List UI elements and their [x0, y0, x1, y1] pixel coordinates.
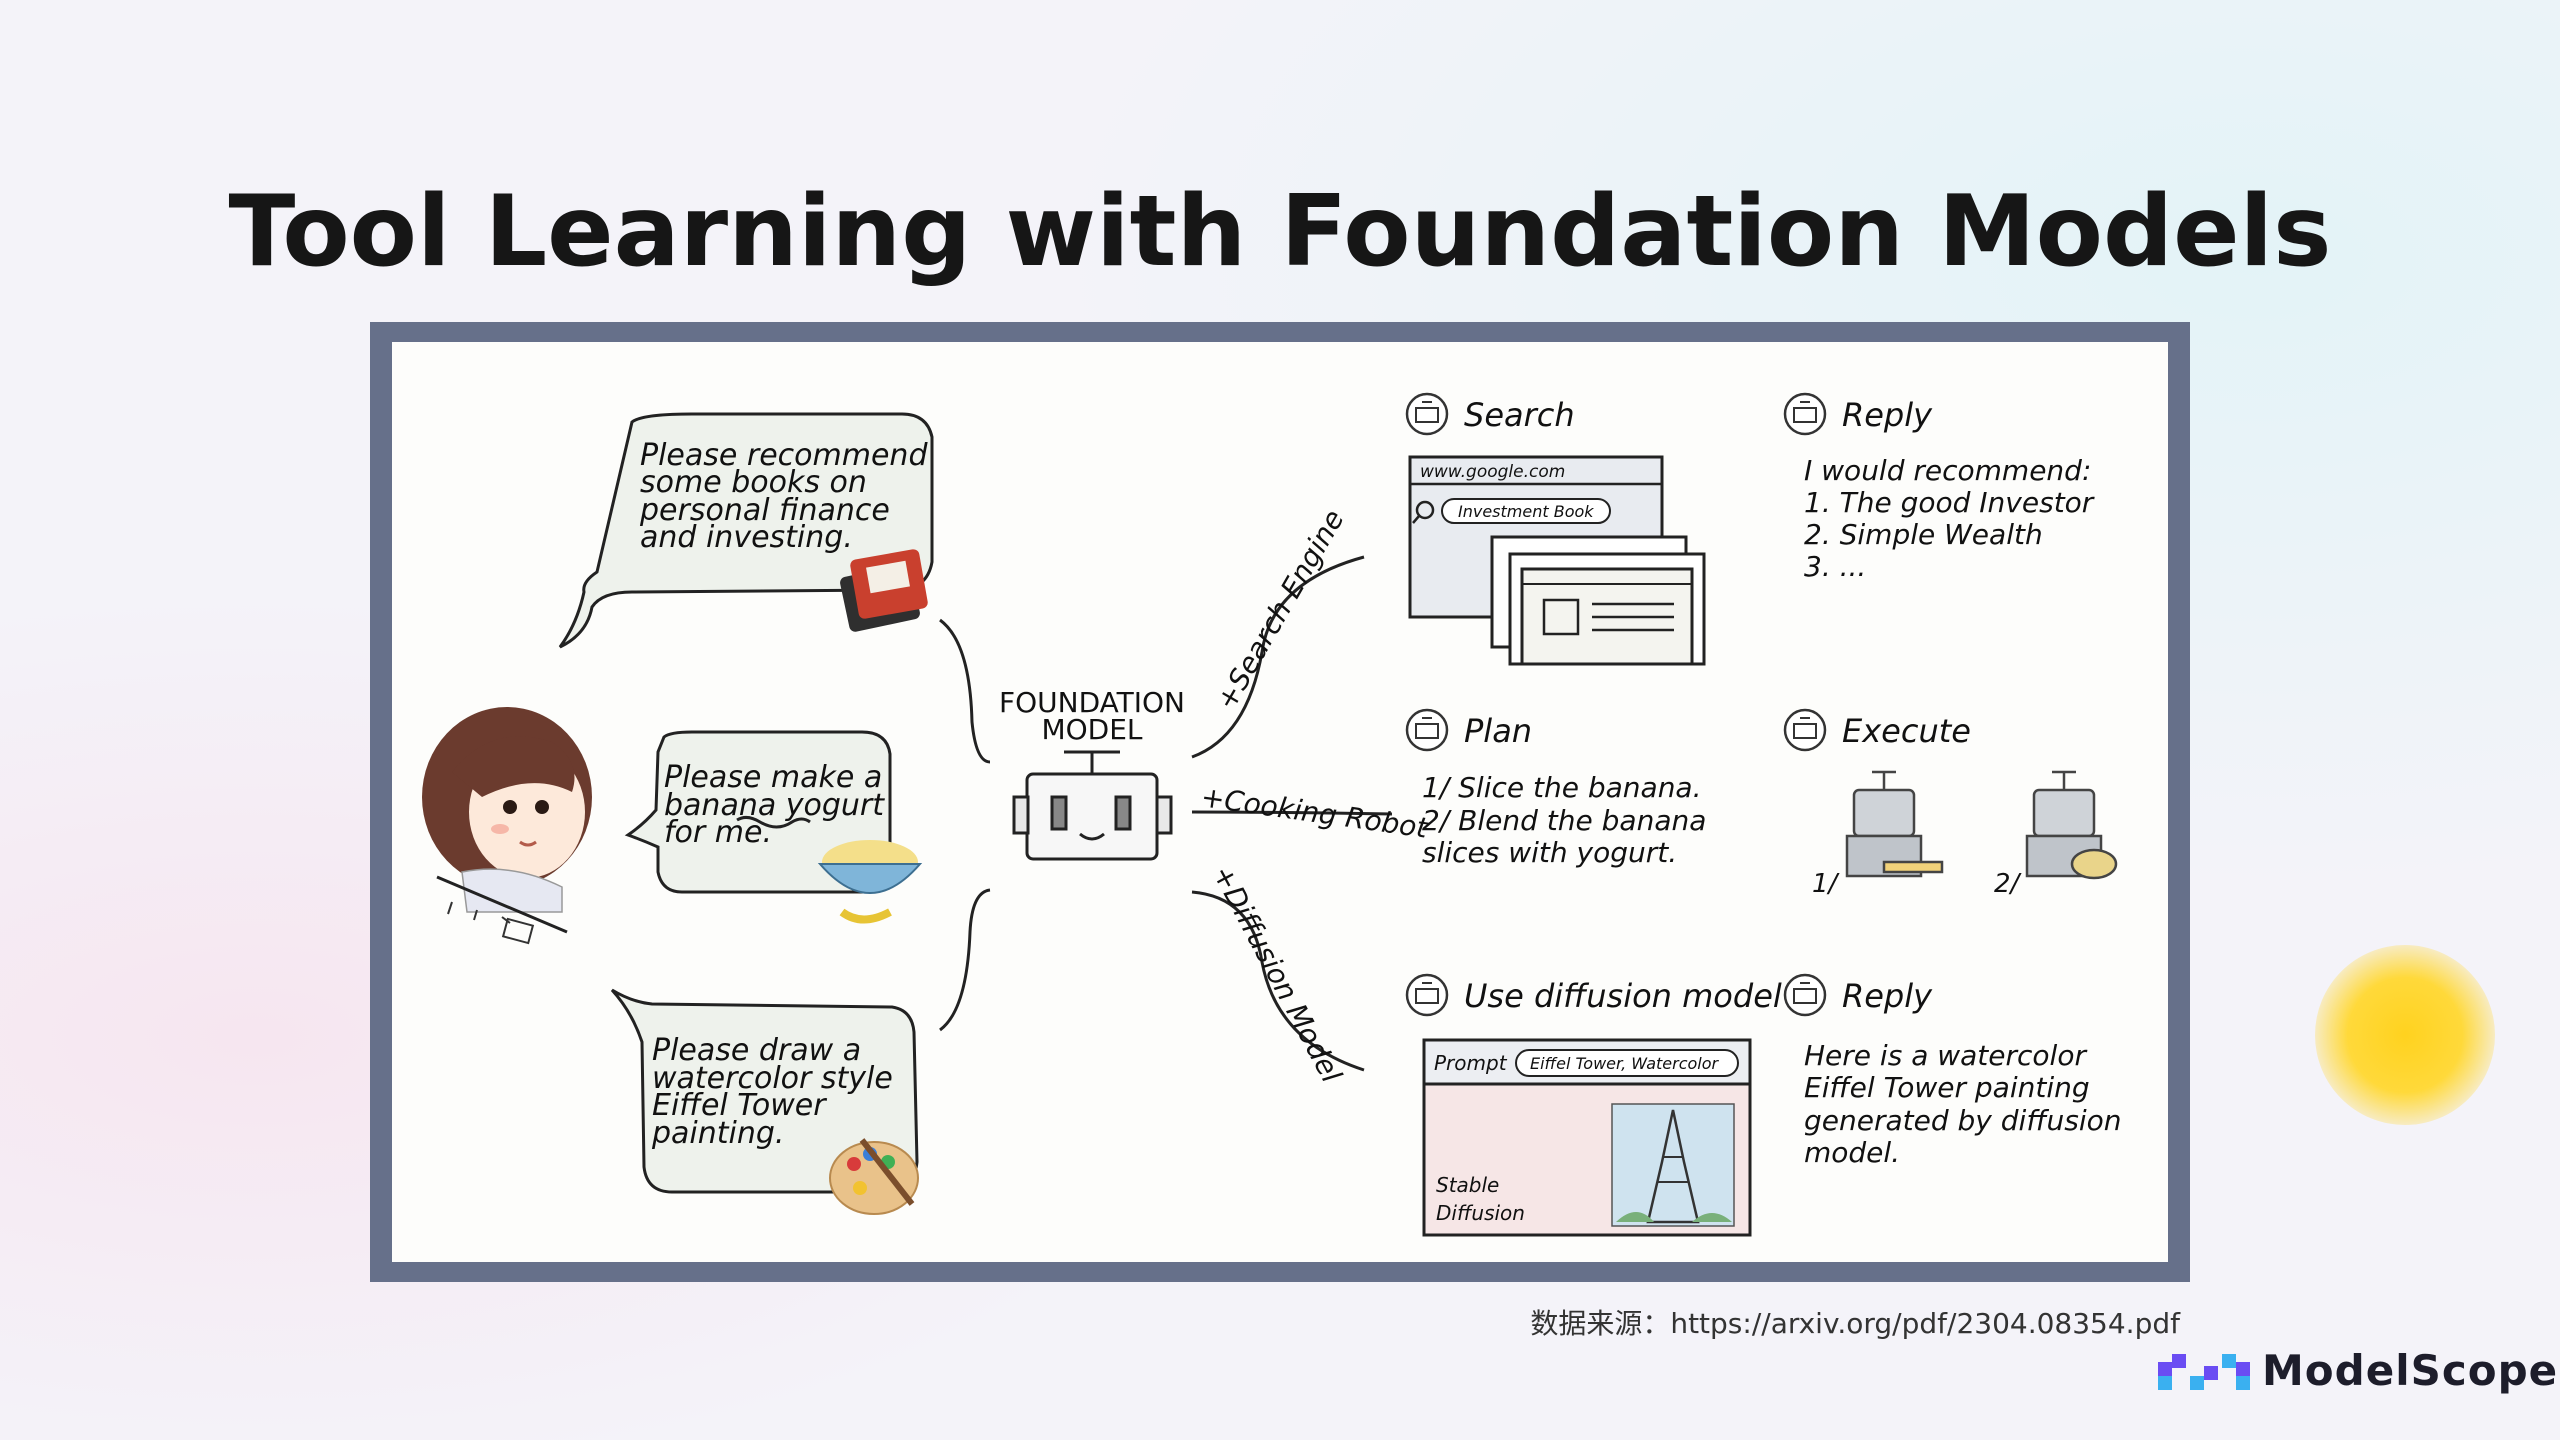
request-bubble-books: Please recommend some books on personal … — [558, 412, 934, 649]
connector-lines — [736, 618, 991, 1032]
modelscope-logo — [2158, 1354, 2250, 1390]
branch-search-label: +Search Engine — [1209, 504, 1350, 715]
request-yogurt-line-3: for me. — [664, 815, 772, 850]
search-reply-line-2: 1. The good Investor — [1804, 486, 2095, 519]
step-diffusion-reply: Reply Here is a watercolor Eiffel Tower … — [1783, 973, 2122, 1169]
cooking-robot-2-icon — [2025, 770, 2118, 880]
svg-text:Eiffel Tower: Eiffel Tower — [652, 1088, 827, 1123]
diffusion-reply-line-3: generated by diffusion — [1804, 1104, 2122, 1137]
branch-lines — [1191, 555, 1393, 1072]
page-title: Tool Learning with Foundation Models — [228, 175, 2332, 289]
request-books-line-4: and investing. — [640, 520, 853, 555]
book-icon — [840, 549, 928, 632]
tool-learning-diagram: Please recommend some books on personal … — [422, 392, 2122, 1237]
engine-line-2: Diffusion — [1436, 1201, 1525, 1225]
svg-text:some books on: some books on — [640, 465, 867, 500]
plan-line-2: 2/ Blend the banana — [1422, 804, 1706, 837]
plan-step-label: Plan — [1464, 712, 1532, 750]
model-label-line-2: MODEL — [1041, 713, 1142, 746]
search-query: Investment Book — [1458, 502, 1594, 521]
step-execute: Execute 1/ 2/ — [1783, 708, 2118, 899]
diffusion-reply-line-2: Eiffel Tower painting — [1804, 1071, 2090, 1104]
modelscope-mark-icon — [2158, 1354, 2250, 1390]
search-reply-label: Reply — [1842, 396, 1933, 434]
browser-mockup: www.google.com Investment Book — [1408, 455, 1706, 666]
search-step-label: Search — [1464, 396, 1575, 434]
search-reply-line-3: 2. Simple Wealth — [1804, 518, 2043, 551]
diffusion-step-label: Use diffusion model — [1464, 977, 1782, 1015]
person-illustration — [422, 707, 592, 945]
request-painting-line-1: Please draw a — [652, 1033, 861, 1068]
svg-text:painting.: painting. — [651, 1116, 784, 1151]
branch-cooking-label: +Cooking Robot — [1199, 780, 1431, 845]
prompt-value: Eiffel Tower, Watercolor — [1530, 1054, 1720, 1073]
yogurt-bowl-icon — [817, 840, 923, 924]
plan-line-3: slices with yogurt. — [1422, 836, 1677, 869]
step-search-reply: Reply I would recommend: 1. The good Inv… — [1783, 392, 2095, 583]
execute-step-label: Execute — [1842, 712, 1971, 750]
svg-text:Please make a: Please make a — [664, 760, 882, 795]
svg-text:watercolor style: watercolor style — [652, 1061, 893, 1096]
robot-icon — [1012, 750, 1173, 861]
svg-text:and investing.: and investing. — [640, 520, 853, 555]
search-reply-line-1: I would recommend: — [1804, 454, 2091, 487]
plan-line-1: 1/ Slice the banana. — [1422, 771, 1702, 804]
step-diffusion: Use diffusion model — [1405, 973, 1782, 1017]
branch-diffusion-label: +Diffusion Model — [1206, 860, 1348, 1088]
svg-text:Please draw a: Please draw a — [652, 1033, 861, 1068]
request-books-line-1: Please recommend — [640, 438, 928, 473]
palette-icon — [829, 1138, 919, 1215]
search-icon — [1415, 500, 1435, 520]
request-painting-line-4: painting. — [651, 1116, 784, 1151]
request-yogurt-line-1: Please make a — [664, 760, 882, 795]
request-bubble-painting: Please draw a watercolor style Eiffel To… — [610, 988, 919, 1215]
request-books-line-2: some books on — [640, 465, 867, 500]
prompt-label: Prompt — [1434, 1051, 1508, 1075]
svg-text:Please recommend: Please recommend — [640, 438, 928, 473]
search-reply-line-4: 3. ... — [1804, 550, 1866, 583]
execute-label-2: 2/ — [1994, 869, 2023, 899]
svg-text:for me.: for me. — [664, 815, 772, 850]
decorative-sun — [2315, 945, 2495, 1125]
request-bubble-yogurt: Please make a banana yogurt for me. — [624, 730, 923, 924]
step-plan: Plan 1/ Slice the banana. 2/ Blend the b… — [1405, 708, 1706, 869]
model-label-line-1: FOUNDATION — [999, 686, 1185, 719]
svg-text:MODEL: MODEL — [1041, 713, 1142, 746]
diffusion-reply-line-1: Here is a watercolor — [1804, 1039, 2087, 1072]
search-url: www.google.com — [1420, 462, 1565, 482]
diffusion-mockup: Prompt Eiffel Tower, Watercolor Stable D… — [1422, 1038, 1752, 1237]
diffusion-reply-label: Reply — [1842, 977, 1933, 1015]
diffusion-reply-line-4: model. — [1804, 1136, 1900, 1169]
request-yogurt-line-2: banana yogurt — [664, 788, 885, 823]
svg-text:personal finance: personal finance — [639, 493, 890, 528]
source-citation: 数据来源：https://arxiv.org/pdf/2304.08354.pd… — [1530, 1307, 2180, 1340]
brand-name: ModelScope — [2262, 1346, 2559, 1395]
request-books-line-3: personal finance — [639, 493, 890, 528]
tool-icon — [1415, 407, 1439, 423]
eiffel-tower-painting-icon — [1611, 1103, 1735, 1227]
svg-text:FOUNDATION: FOUNDATION — [999, 686, 1185, 719]
request-painting-line-3: Eiffel Tower — [652, 1088, 827, 1123]
cooking-robot-1-icon — [1845, 770, 1944, 878]
step-search: Search — [1405, 392, 1575, 436]
execute-label-1: 1/ — [1812, 869, 1841, 899]
request-painting-line-2: watercolor style — [652, 1061, 893, 1096]
svg-text:banana yogurt: banana yogurt — [664, 788, 885, 823]
engine-line-1: Stable — [1436, 1173, 1499, 1197]
